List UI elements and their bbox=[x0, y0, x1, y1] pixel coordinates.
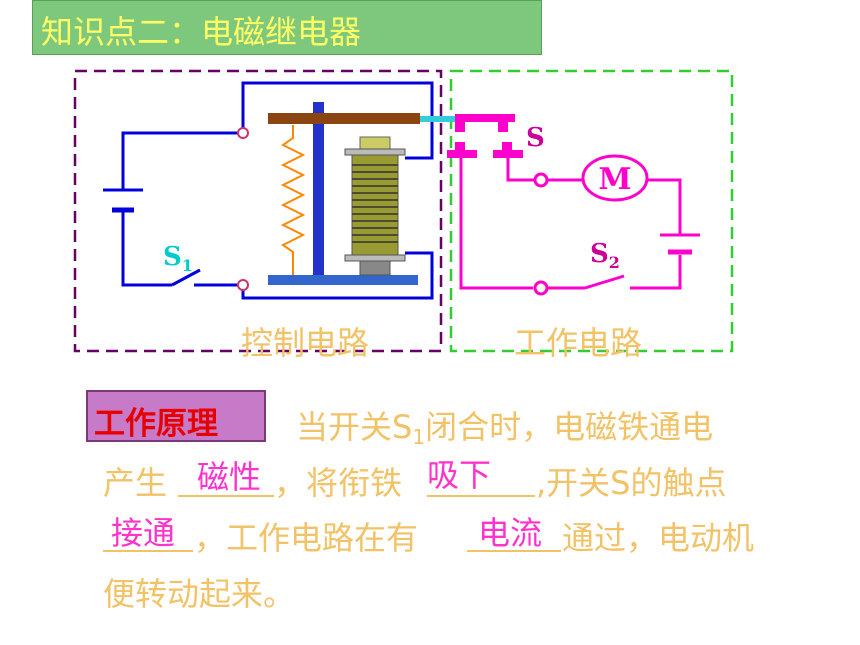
answer-2: 吸下 bbox=[427, 456, 492, 494]
blank-2 bbox=[427, 495, 535, 497]
principle-line-2c: ,开关S的触点 bbox=[536, 464, 727, 502]
principle-line-4: 便转动起来。 bbox=[103, 575, 296, 613]
work-terminal-bottom bbox=[533, 280, 549, 296]
relay-circuit-diagram: M S S1 S2 控制电路 工作电路 bbox=[73, 69, 734, 362]
battery-work bbox=[660, 233, 700, 255]
label-s: S bbox=[526, 123, 545, 153]
armature bbox=[268, 113, 420, 124]
principle-line-3b: ，工作电路在有 bbox=[194, 519, 419, 557]
blank-3 bbox=[103, 550, 193, 552]
control-circuit-box bbox=[73, 69, 443, 353]
motor-label: M bbox=[598, 162, 631, 197]
iron-pillar bbox=[313, 102, 324, 275]
motor bbox=[581, 154, 649, 202]
page-title: 知识点二：电磁继电器 bbox=[41, 13, 362, 51]
battery-control bbox=[103, 188, 143, 213]
switch-s1 bbox=[171, 268, 201, 287]
label-s2: S2 bbox=[590, 239, 620, 272]
principle-line-3c: 通过，电动机 bbox=[562, 519, 755, 557]
answer-1: 磁性 bbox=[197, 458, 262, 496]
principle-line-2b: ，将衔铁 bbox=[274, 464, 403, 502]
relay-contacts bbox=[447, 114, 523, 158]
spring bbox=[280, 125, 306, 275]
blank-1 bbox=[178, 495, 274, 497]
label-work-circuit: 工作电路 bbox=[514, 324, 642, 362]
principle-line-2a: 产生 bbox=[103, 464, 168, 502]
principle-badge-text: 工作原理 bbox=[94, 406, 218, 442]
principle-line-1: 当开关S1闭合时，电磁铁通电 bbox=[296, 408, 714, 449]
answer-3: 接通 bbox=[111, 514, 176, 552]
work-terminal-top bbox=[533, 172, 549, 188]
principle-badge: 工作原理 bbox=[86, 390, 266, 442]
terminal-bottom bbox=[237, 279, 249, 291]
title-bar: 知识点二：电磁继电器 bbox=[32, 0, 542, 55]
work-wiring bbox=[459, 158, 682, 290]
base-plate bbox=[268, 275, 418, 285]
control-wiring bbox=[121, 81, 434, 300]
label-control-circuit: 控制电路 bbox=[241, 324, 369, 362]
blank-4 bbox=[467, 550, 561, 552]
answer-4: 电流 bbox=[478, 514, 543, 552]
work-circuit-box bbox=[449, 69, 734, 353]
electromagnet-coil bbox=[344, 136, 406, 276]
label-s1: S1 bbox=[163, 242, 193, 275]
terminal-top bbox=[237, 127, 249, 139]
